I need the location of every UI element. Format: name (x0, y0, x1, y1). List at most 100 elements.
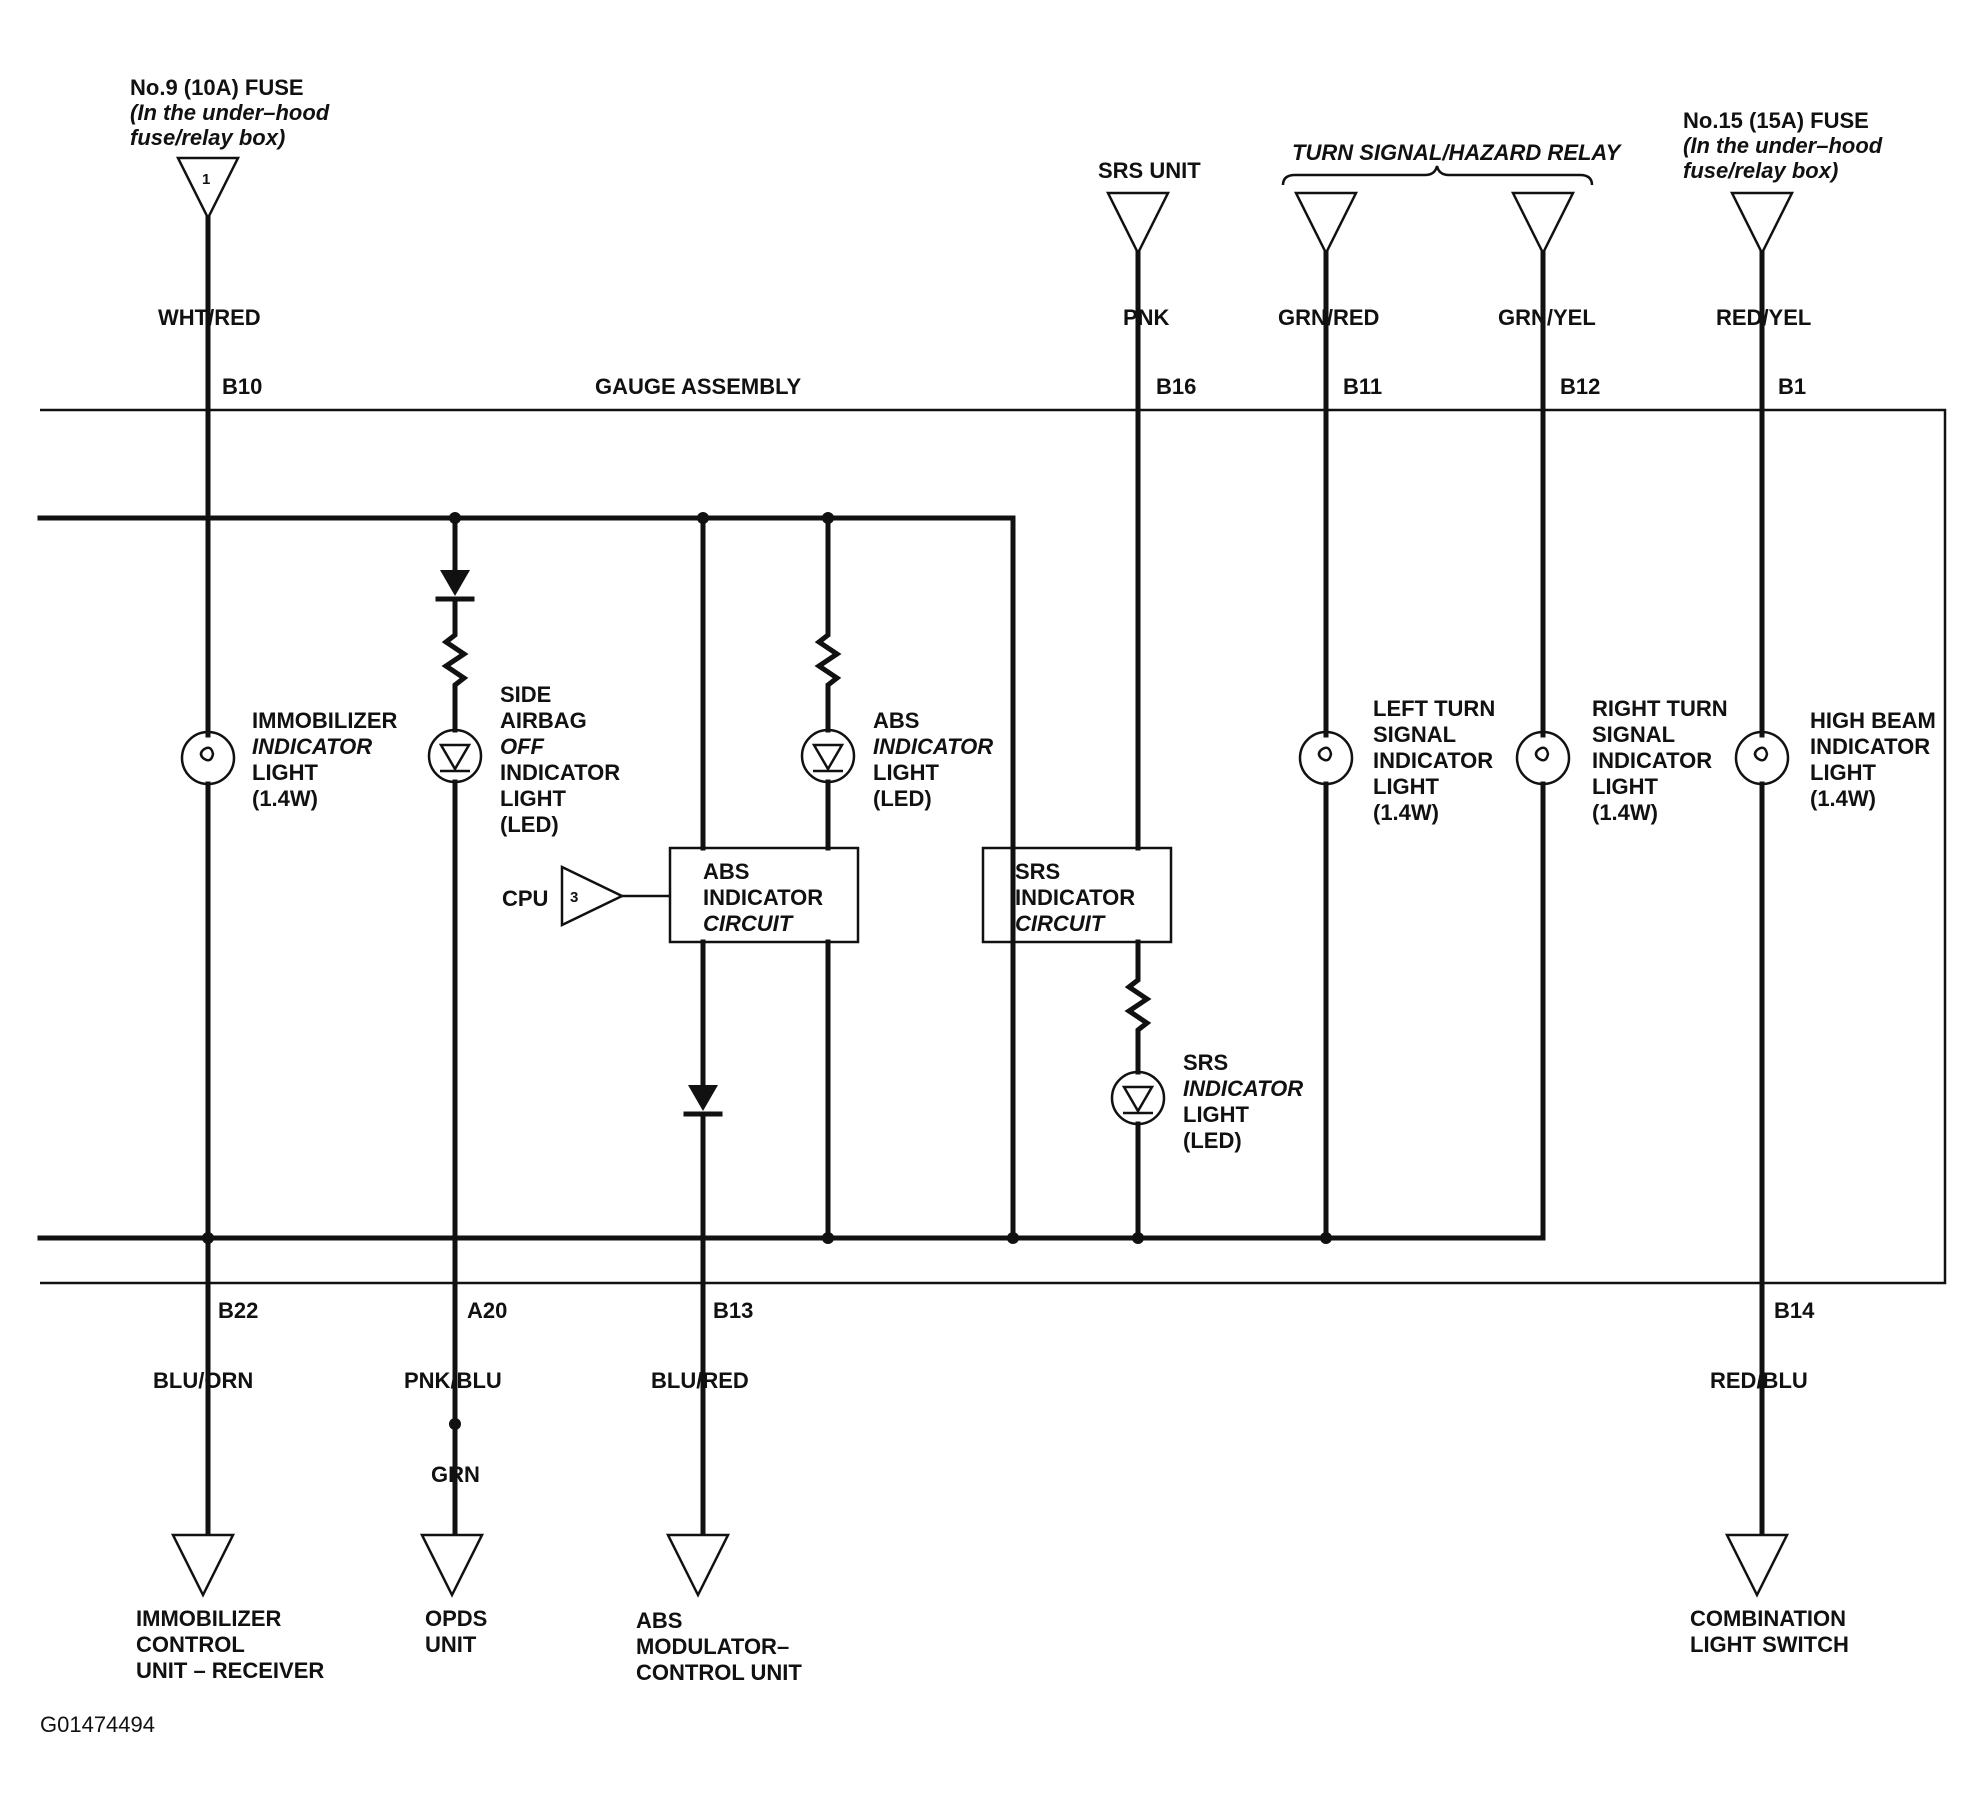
svg-text:INDICATOR: INDICATOR (873, 734, 993, 759)
junction-abs-ground (822, 1232, 834, 1244)
combination-switch-destination: COMBINATION LIGHT SWITCH (1690, 1533, 1849, 1657)
turn-relay-label: TURN SIGNAL/HAZARD RELAY (1292, 140, 1623, 165)
left-turn-bulb-icon (1298, 730, 1354, 786)
junction-immobilizer (202, 1232, 214, 1244)
abs-modulator-destination: ABS MODULATOR– CONTROL UNIT (636, 1533, 802, 1685)
svg-text:UNIT – RECEIVER: UNIT – RECEIVER (136, 1658, 324, 1683)
srs-circuit-label: SRS INDICATOR CIRCUIT (1015, 859, 1135, 936)
svg-text:LIGHT SWITCH: LIGHT SWITCH (1690, 1632, 1849, 1657)
right-turn-light-label: RIGHT TURN SIGNAL INDICATOR LIGHT (1.4W) (1592, 696, 1728, 825)
svg-text:(LED): (LED) (873, 786, 932, 811)
fuse-9-source: No.9 (10A) FUSE (In the under–hood fuse/… (130, 75, 330, 221)
srs-unit-label: SRS UNIT (1098, 158, 1201, 183)
high-beam-bulb-icon (1734, 730, 1790, 786)
svg-text:INDICATOR: INDICATOR (703, 885, 823, 910)
svg-text:LEFT TURN: LEFT TURN (1373, 696, 1495, 721)
pin-b1: B1 (1778, 374, 1806, 399)
abs-light-label: ABS INDICATOR LIGHT (LED) (873, 708, 993, 811)
svg-text:CONTROL: CONTROL (136, 1632, 245, 1657)
cpu-connector: CPU 3 (502, 865, 670, 927)
svg-text:MODULATOR–: MODULATOR– (636, 1634, 789, 1659)
fuse-15-label-1: No.15 (15A) FUSE (1683, 108, 1869, 133)
svg-text:INDICATOR: INDICATOR (500, 760, 620, 785)
gauge-assembly-outline (40, 408, 1947, 1285)
svg-text:SRS: SRS (1183, 1050, 1228, 1075)
junction-srs-circuit-ground (1007, 1232, 1019, 1244)
side-airbag-diode-icon (435, 570, 475, 602)
svg-text:(1.4W): (1.4W) (252, 786, 318, 811)
cpu-connector-icon (560, 865, 625, 927)
svg-text:SIGNAL: SIGNAL (1592, 722, 1675, 747)
svg-text:INDICATOR: INDICATOR (1373, 748, 1493, 773)
fuse-9-label-3: fuse/relay box) (130, 125, 285, 150)
side-airbag-resistor-icon (441, 596, 469, 733)
svg-text:LIGHT: LIGHT (252, 760, 319, 785)
svg-text:UNIT: UNIT (425, 1632, 477, 1657)
wire-label-b11: GRN/RED (1278, 305, 1379, 330)
svg-text:AIRBAG: AIRBAG (500, 708, 587, 733)
svg-text:(LED): (LED) (1183, 1128, 1242, 1153)
svg-text:IMMOBILIZER: IMMOBILIZER (252, 708, 398, 733)
srs-indicator-circuit-box (981, 846, 1173, 944)
opds-unit-connector-icon (419, 1533, 485, 1598)
wire-label-b22: BLU/ORN (153, 1368, 253, 1393)
abs-circuit-label: ABS INDICATOR CIRCUIT (703, 859, 823, 936)
immobilizer-unit-connector-icon (170, 1533, 236, 1598)
svg-text:SIGNAL: SIGNAL (1373, 722, 1456, 747)
fuse-15-connector-icon (1729, 191, 1795, 256)
svg-text:CIRCUIT: CIRCUIT (703, 911, 794, 936)
turn-relay-bracket (1281, 165, 1594, 186)
immobilizer-light-label: IMMOBILIZER INDICATOR LIGHT (1.4W) (252, 708, 398, 811)
immobilizer-indicator-bulb-icon (180, 730, 236, 786)
turn-relay-right-connector-icon (1510, 191, 1576, 256)
turn-relay-source: TURN SIGNAL/HAZARD RELAY (1281, 140, 1623, 256)
cpu-pin: 3 (570, 889, 578, 906)
svg-text:ABS: ABS (636, 1608, 682, 1633)
abs-resistor-icon (814, 515, 842, 733)
pin-b12: B12 (1560, 374, 1600, 399)
svg-text:HIGH BEAM: HIGH BEAM (1810, 708, 1936, 733)
svg-text:LIGHT: LIGHT (1373, 774, 1440, 799)
svg-text:SIDE: SIDE (500, 682, 551, 707)
right-turn-bulb-icon (1515, 730, 1571, 786)
wire-label-b13: BLU/RED (651, 1368, 749, 1393)
upper-bus (37, 515, 1016, 1241)
svg-text:INDICATOR: INDICATOR (1183, 1076, 1303, 1101)
svg-text:INDICATOR: INDICATOR (1810, 734, 1930, 759)
abs-output-diode-icon (683, 1085, 723, 1117)
svg-text:RIGHT TURN: RIGHT TURN (1592, 696, 1728, 721)
svg-text:LIGHT: LIGHT (873, 760, 940, 785)
svg-text:INDICATOR: INDICATOR (1015, 885, 1135, 910)
svg-text:ABS: ABS (703, 859, 749, 884)
junction-srs-ground (1132, 1232, 1144, 1244)
svg-text:INDICATOR: INDICATOR (1592, 748, 1712, 773)
cpu-label: CPU (502, 886, 548, 911)
pin-b11: B11 (1343, 374, 1382, 399)
gauge-assembly-label: GAUGE ASSEMBLY (595, 374, 802, 399)
svg-text:CONTROL UNIT: CONTROL UNIT (636, 1660, 802, 1685)
wire-label-b16: PNK (1123, 305, 1170, 330)
svg-text:COMBINATION: COMBINATION (1690, 1606, 1846, 1631)
svg-text:LIGHT: LIGHT (500, 786, 567, 811)
svg-text:(LED): (LED) (500, 812, 559, 837)
fuse-9-label-1: No.9 (10A) FUSE (130, 75, 304, 100)
junction-left-turn (1320, 1232, 1332, 1244)
wire-label-a20: PNK/BLU (404, 1368, 502, 1393)
pin-b14: B14 (1774, 1298, 1815, 1323)
high-beam-light-label: HIGH BEAM INDICATOR LIGHT (1.4W) (1810, 708, 1936, 811)
opds-unit-destination: OPDS UNIT (419, 1533, 487, 1657)
srs-unit-source: SRS UNIT (1098, 158, 1201, 256)
fuse-9-connector-icon (175, 156, 241, 221)
svg-text:(1.4W): (1.4W) (1592, 800, 1658, 825)
fuse-15-label-2: (In the under–hood (1683, 133, 1883, 158)
immobilizer-unit-destination: IMMOBILIZER CONTROL UNIT – RECEIVER (136, 1533, 324, 1683)
svg-text:SRS: SRS (1015, 859, 1060, 884)
abs-led-icon (800, 728, 856, 784)
svg-text:ABS: ABS (873, 708, 919, 733)
fuse-9-label-2: (In the under–hood (130, 100, 330, 125)
wire-right-turn-ground (1538, 781, 1546, 1241)
wire-label-b14: RED/BLU (1710, 1368, 1808, 1393)
svg-text:OFF: OFF (500, 734, 545, 759)
combination-switch-connector-icon (1724, 1533, 1790, 1598)
